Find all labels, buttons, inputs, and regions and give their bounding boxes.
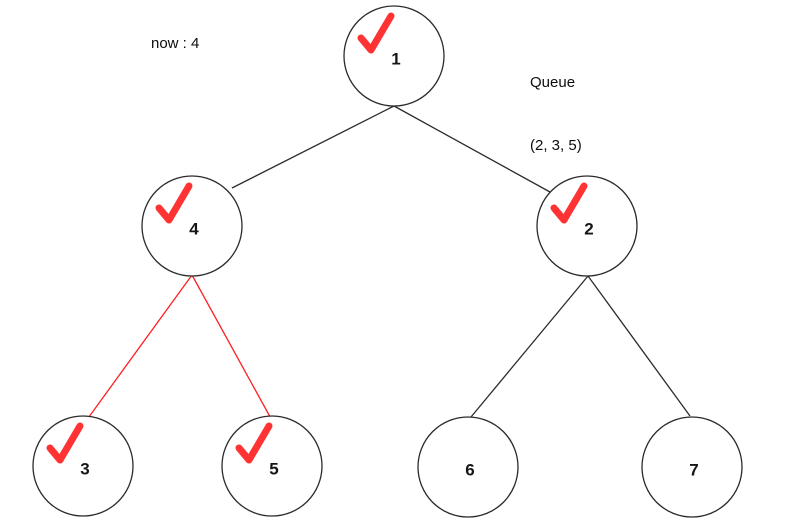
check-icon: [357, 12, 395, 54]
check-icon: [550, 182, 588, 224]
tree-edge: [393, 105, 551, 193]
tree-node[interactable]: 2: [536, 175, 638, 277]
node-label: 2: [584, 219, 593, 238]
tree-edge: [470, 275, 589, 418]
now-label: now : 4: [151, 35, 200, 52]
tree-edge: [191, 274, 275, 425]
node-label: 1: [391, 49, 400, 68]
edges-group: [85, 105, 691, 425]
tree-edge: [231, 105, 395, 189]
tree-node[interactable]: 3: [32, 415, 134, 517]
node-label: 7: [689, 460, 698, 479]
queue-contents: (2, 3, 5): [530, 137, 582, 154]
node-circle[interactable]: [32, 415, 134, 517]
node-circle[interactable]: [536, 175, 638, 277]
node-circle[interactable]: [221, 415, 323, 517]
check-icon: [46, 422, 84, 464]
queue-panel: Queue (2, 3, 5): [530, 30, 582, 198]
check-icon: [235, 422, 273, 464]
check-icon: [155, 182, 193, 224]
node-label: 5: [269, 459, 278, 478]
tree-node[interactable]: 6: [417, 416, 519, 518]
node-label: 3: [80, 459, 89, 478]
queue-title: Queue: [530, 74, 576, 91]
tree-edge: [587, 275, 691, 417]
node-circle[interactable]: [343, 5, 445, 107]
node-circle[interactable]: [641, 416, 743, 518]
tree-node[interactable]: 7: [641, 416, 743, 518]
node-label: 6: [465, 460, 474, 479]
tree-edge: [85, 274, 193, 422]
tree-node[interactable]: 4: [141, 175, 243, 277]
node-label: 4: [189, 219, 199, 238]
tree-node[interactable]: 5: [221, 415, 323, 517]
node-circle[interactable]: [141, 175, 243, 277]
nodes-group: 1 4 2 3 5 6 7: [32, 5, 743, 518]
tree-node[interactable]: 1: [343, 5, 445, 107]
node-circle[interactable]: [417, 416, 519, 518]
